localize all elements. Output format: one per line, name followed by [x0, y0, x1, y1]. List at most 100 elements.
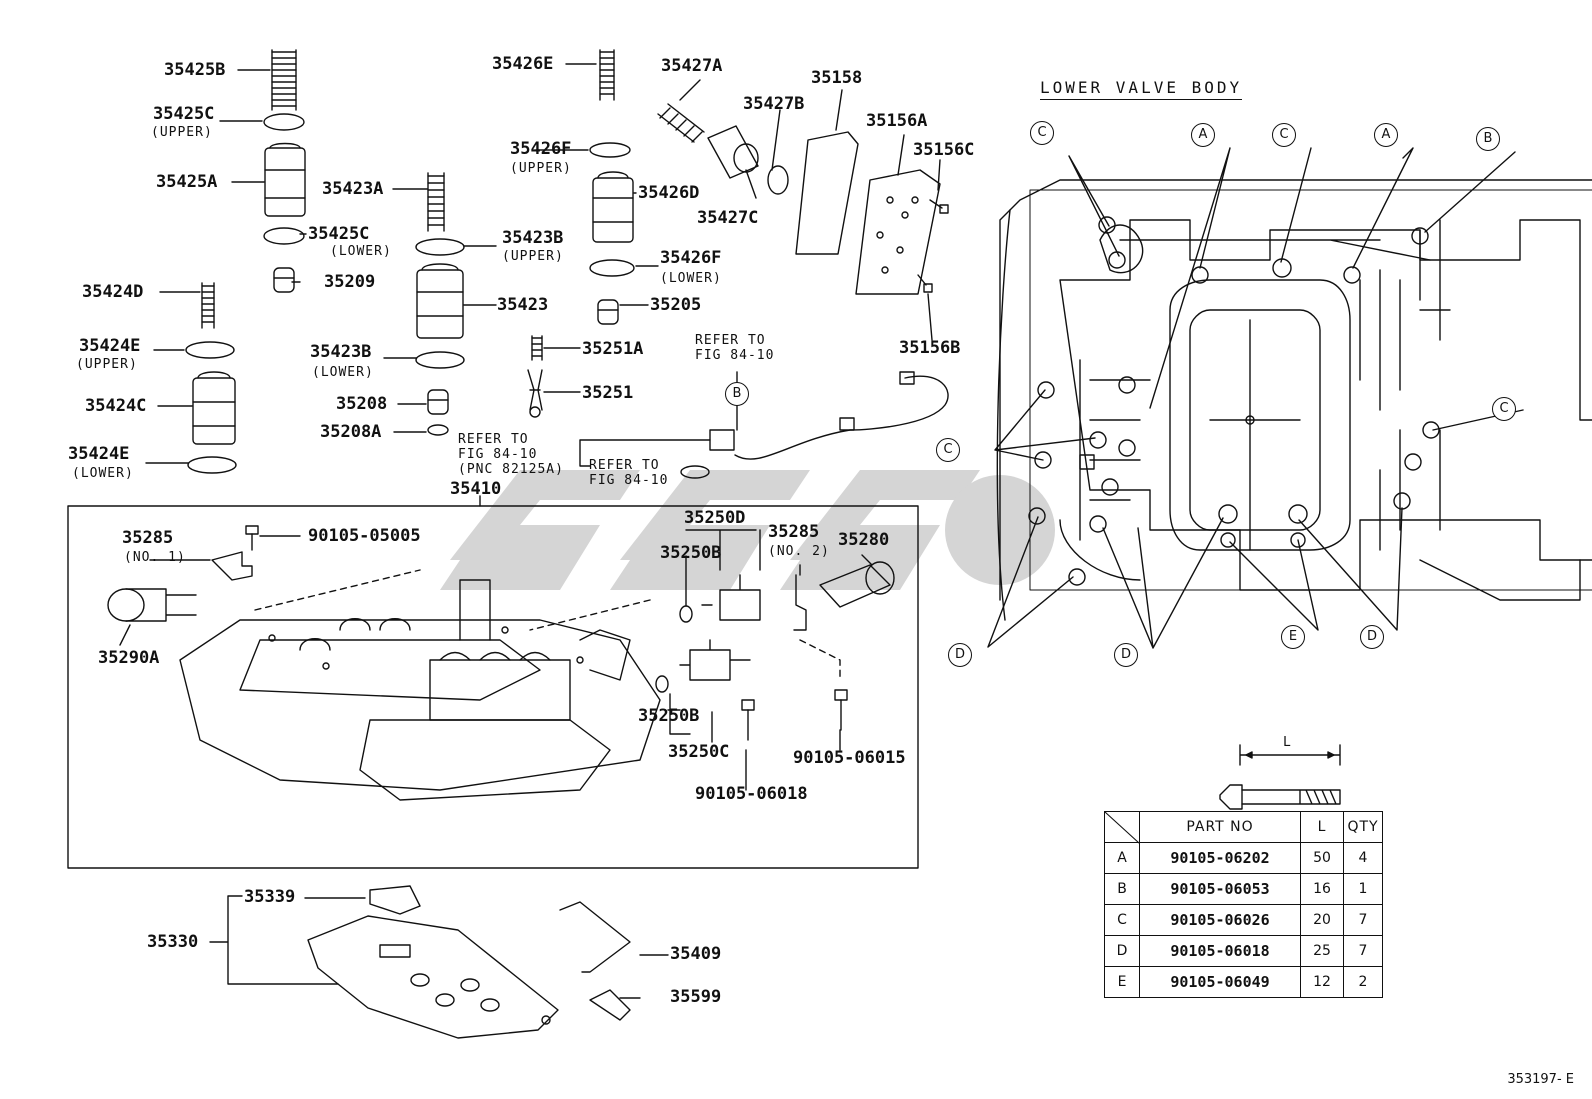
table-cell-part-no[interactable]: 90105-06202 [1139, 842, 1301, 874]
part-label[interactable]: 90105-06015 [793, 748, 906, 768]
plug-35208 [427, 389, 449, 415]
part-label[interactable]: 35285 [122, 528, 174, 548]
table-header: L [1300, 811, 1344, 843]
part-label[interactable]: 35425A [156, 172, 218, 192]
part-label[interactable]: 35425B [164, 60, 226, 80]
spring-35427A [657, 103, 705, 143]
part-label[interactable]: 35427B [743, 94, 805, 114]
part-label[interactable]: 35208A [320, 422, 382, 442]
oring-35425C-upper [263, 113, 305, 131]
reference-note: REFER TO FIG 84-10 (PNC 82125A) [458, 432, 564, 477]
part-label[interactable]: 35424D [82, 282, 144, 302]
table-cell-length: 16 [1300, 873, 1344, 905]
part-label[interactable]: 35209 [324, 272, 376, 292]
part-label[interactable]: 35427C [697, 208, 759, 228]
part-label[interactable]: 35424E [68, 444, 130, 464]
oring-35425C-lower [263, 227, 305, 245]
part-label[interactable]: 35426D [638, 183, 700, 203]
part-label[interactable]: 35251A [582, 339, 644, 359]
part-note: (LOWER) [330, 244, 392, 259]
part-note: (NO. 2) [768, 544, 830, 559]
table-cell-part-no[interactable]: 90105-06026 [1139, 904, 1301, 936]
part-label[interactable]: 35158 [811, 68, 863, 88]
table-cell-key: D [1104, 935, 1140, 967]
part-label[interactable]: 35205 [650, 295, 702, 315]
oring-35424E-upper [185, 341, 235, 359]
part-label[interactable]: 90105-05005 [308, 526, 421, 546]
ref-bracket [579, 439, 711, 467]
part-note: (LOWER) [312, 365, 374, 380]
part-label[interactable]: 35280 [838, 530, 890, 550]
part-label[interactable]: 35426F [510, 139, 572, 159]
gasket-35158 [795, 131, 859, 255]
part-label[interactable]: 35250C [668, 742, 730, 762]
part-label[interactable]: 35423B [502, 228, 564, 248]
gasket-35339 [369, 885, 421, 915]
wire-harness [709, 371, 949, 460]
bolt-35156C [929, 199, 949, 214]
table-row: B 90105-06053 16 1 [1104, 873, 1383, 905]
spring-35424D [201, 282, 215, 329]
section-title: LOWER VALVE BODY [1040, 78, 1243, 100]
oring-35423B-lower [415, 351, 465, 369]
table-cell-part-no[interactable]: 90105-06053 [1139, 873, 1301, 905]
bolt-length-label: L [1283, 735, 1292, 750]
part-label[interactable]: 35427A [661, 56, 723, 76]
part-label[interactable]: 35250B [638, 706, 700, 726]
part-label[interactable]: 35410 [450, 479, 502, 499]
plug-35205 [597, 299, 619, 325]
part-label[interactable]: 35409 [670, 944, 722, 964]
valve-body-assembly [179, 579, 661, 801]
valve-35251 [527, 369, 543, 418]
leader-35330 [209, 895, 339, 985]
table-cell-part-no[interactable]: 90105-06049 [1139, 966, 1301, 998]
callout-bolt: A [1191, 123, 1215, 147]
part-label[interactable]: 35285 [768, 522, 820, 542]
part-label[interactable]: 35208 [336, 394, 388, 414]
dashed-guide [254, 569, 841, 681]
callout-bolt: D [1360, 625, 1384, 649]
part-note: (LOWER) [72, 466, 134, 481]
table-cell-part-no[interactable]: 90105-06018 [1139, 935, 1301, 967]
part-label[interactable]: 35599 [670, 987, 722, 1007]
part-label[interactable]: 35250B [660, 543, 722, 563]
part-label[interactable]: 90105-06018 [695, 784, 808, 804]
part-note: (UPPER) [76, 357, 138, 372]
table-row: D 90105-06018 25 7 [1104, 935, 1383, 967]
part-label[interactable]: 35156B [899, 338, 961, 358]
bracket-35285-no1 [211, 551, 253, 581]
part-label[interactable]: 35423 [497, 295, 549, 315]
part-label[interactable]: 35425C [153, 104, 215, 124]
part-label[interactable]: 35251 [582, 383, 634, 403]
bolt-spec-table: PART NO L QTY A 90105-06202 50 4 B 90105… [1104, 811, 1383, 998]
callout-ref-b: B [725, 382, 749, 406]
part-label[interactable]: 35424E [79, 336, 141, 356]
part-label[interactable]: 35425C [308, 224, 370, 244]
table-cell-qty: 4 [1343, 842, 1383, 874]
table-cell-length: 12 [1300, 966, 1344, 998]
sleeve-35425A [264, 142, 306, 217]
part-label[interactable]: 35426F [660, 248, 722, 268]
part-label[interactable]: 35424C [85, 396, 147, 416]
part-label[interactable]: 35330 [147, 932, 199, 952]
oring-35423B-upper [415, 238, 465, 256]
callout-bolt: C [1272, 123, 1296, 147]
lower-valve-body-drawing [996, 179, 1592, 621]
spring-35426E [599, 49, 615, 101]
part-label[interactable]: 35423A [322, 179, 384, 199]
oring-35427B [767, 165, 789, 195]
part-label[interactable]: 35423B [310, 342, 372, 362]
bolt-90105-05005 [245, 525, 259, 551]
part-label[interactable]: 35156A [866, 111, 928, 131]
part-label[interactable]: 35290A [98, 648, 160, 668]
clamp-35599 [589, 989, 631, 1021]
sleeve-35424C [192, 371, 236, 445]
part-label[interactable]: 35339 [244, 887, 296, 907]
part-label[interactable]: 35250D [684, 508, 746, 528]
part-label[interactable]: 35426E [492, 54, 554, 74]
table-row: C 90105-06026 20 7 [1104, 904, 1383, 936]
part-label[interactable]: 35156C [913, 140, 975, 160]
callout-leaders [987, 147, 1524, 649]
table-cell-qty: 7 [1343, 935, 1383, 967]
